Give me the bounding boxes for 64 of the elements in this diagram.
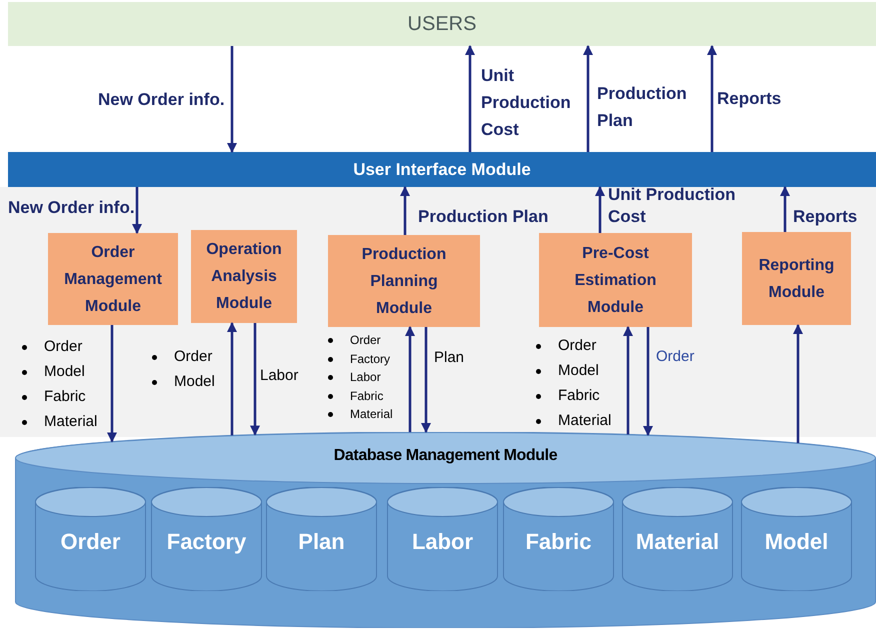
edge-label: Reports: [717, 88, 782, 110]
table-name: Plan: [298, 528, 345, 556]
module-title: Production Planning Module: [360, 244, 448, 318]
list-item: Fabric: [44, 388, 86, 407]
module-title: Operation Analysis Module: [206, 240, 282, 314]
module-box: [742, 232, 851, 325]
band-title: USERS: [408, 12, 476, 37]
users-band: [8, 2, 876, 46]
module-title: Order Management Module: [64, 242, 162, 316]
arrow: [421, 327, 431, 434]
arrow: [132, 187, 142, 234]
edge-label: Production Plan: [418, 206, 548, 228]
module-box: [48, 233, 178, 325]
edge-label: Plan: [434, 348, 464, 368]
arrow: [250, 323, 260, 436]
arrow: [405, 326, 415, 432]
list-item: Order: [350, 333, 381, 348]
arrow: [227, 322, 237, 436]
table-name: Factory: [166, 528, 246, 556]
list-item: Fabric: [350, 388, 384, 404]
edge-label: Unit Production Cost: [481, 65, 572, 141]
arrow: [623, 326, 633, 434]
module-box: [191, 230, 297, 323]
module-title: Reporting Module: [758, 256, 835, 302]
edge-label: Reports: [793, 206, 858, 228]
list-item: Model: [44, 363, 85, 382]
arrow: [227, 46, 237, 153]
table-name: Material: [636, 528, 720, 556]
list-item: Order: [558, 337, 596, 356]
list-item: Material: [558, 412, 612, 431]
table-name: Order: [60, 528, 120, 556]
arrow: [643, 327, 653, 436]
module-title: Pre-Cost Estimation Module: [574, 244, 658, 318]
arrow: [400, 186, 410, 235]
module-box: [539, 233, 692, 327]
list-item: Model: [174, 373, 215, 392]
list-item: Order: [174, 348, 212, 367]
edge-label: Labor: [260, 366, 298, 386]
arrow: [595, 186, 605, 233]
arrow: [107, 325, 117, 443]
list-item: Labor: [350, 370, 381, 385]
list-item: Model: [558, 362, 599, 381]
arrow: [583, 45, 593, 152]
arrow: [707, 45, 717, 152]
edge-label: Order: [656, 347, 694, 367]
edge-label: New Order info.: [98, 89, 225, 111]
list-item: Material: [350, 407, 393, 422]
edge-label: New Order info.: [8, 197, 135, 219]
arrow: [780, 186, 790, 232]
database-title: Database Management Module: [334, 446, 558, 466]
edge-label: Unit Production Cost: [608, 184, 736, 228]
table-name: Fabric: [525, 528, 592, 556]
list-item: Factory: [350, 352, 390, 366]
table-name: Labor: [412, 528, 474, 556]
list-item: Material: [44, 413, 98, 432]
arrow: [793, 324, 803, 444]
table-name: Model: [764, 528, 828, 556]
list-item: Fabric: [558, 387, 600, 406]
module-box: [328, 235, 480, 327]
band-title: User Interface Module: [353, 158, 531, 181]
edge-label: Production Plan: [597, 83, 688, 132]
arrow: [465, 45, 475, 152]
list-item: Order: [44, 338, 82, 357]
interface-band: [8, 152, 876, 187]
